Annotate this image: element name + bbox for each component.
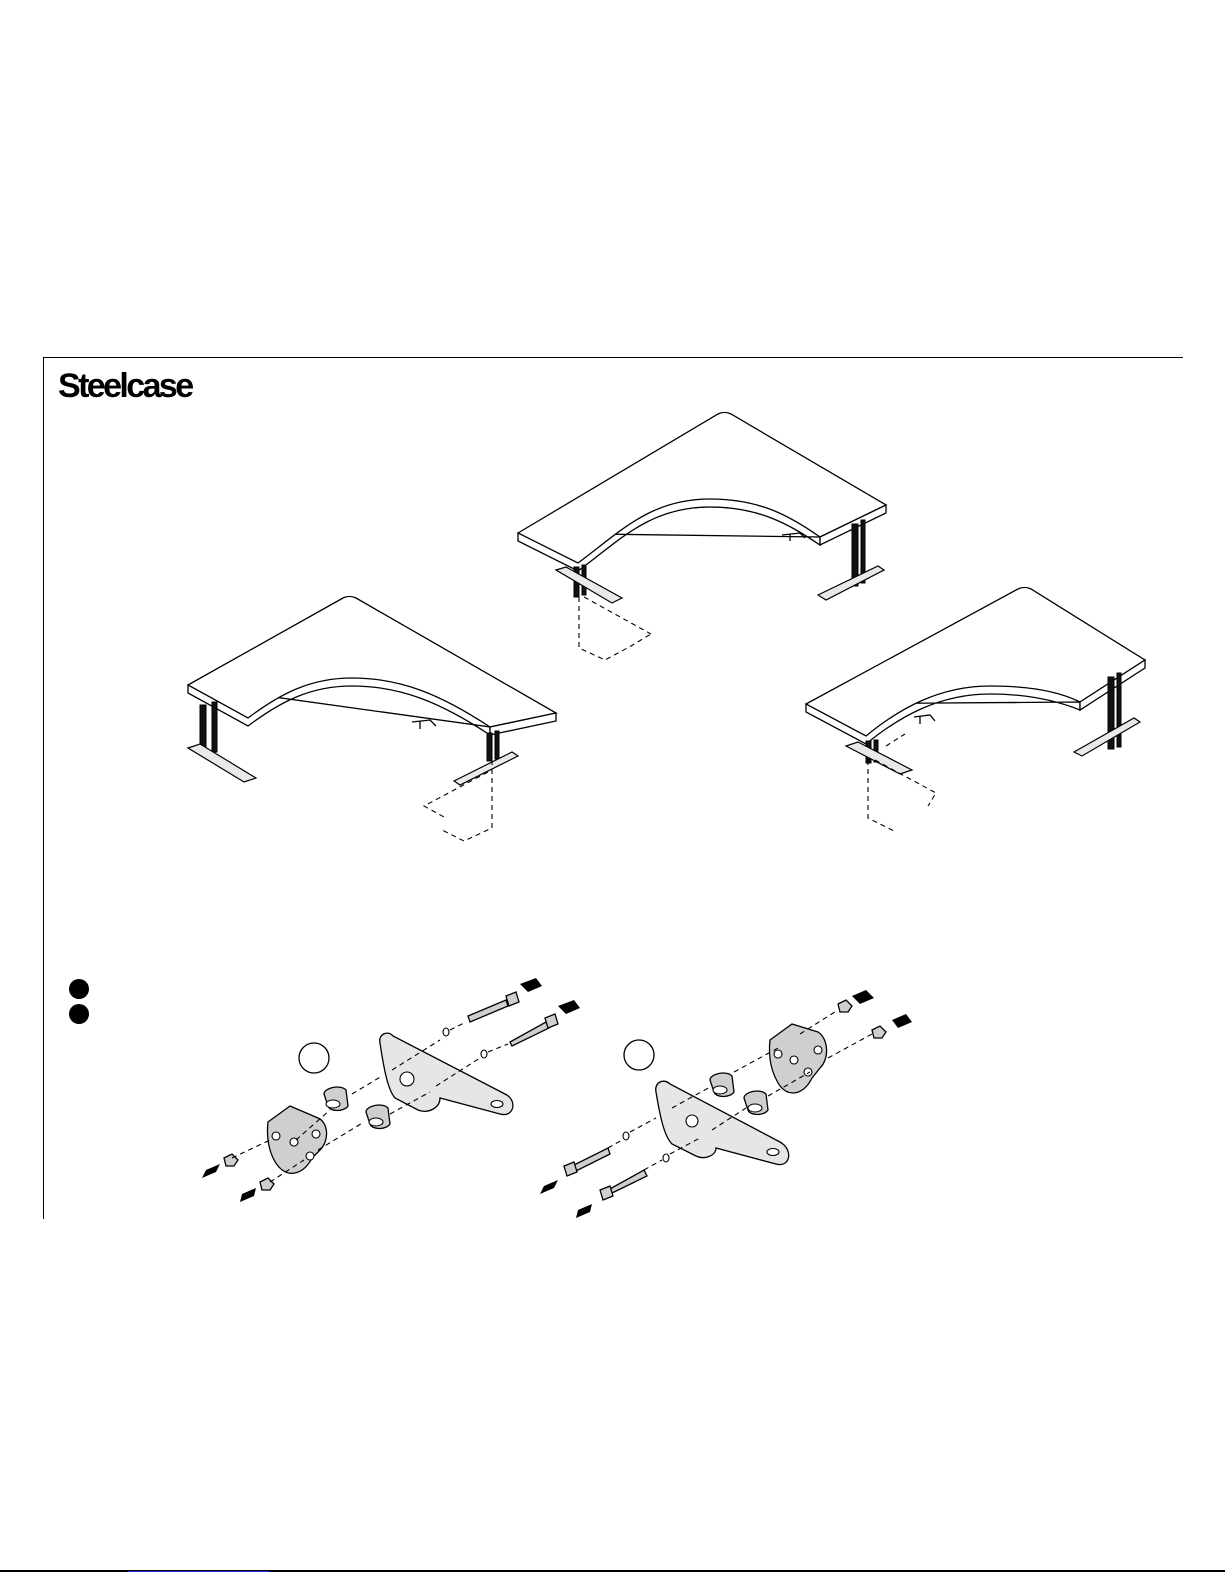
desk-right-illustration — [806, 588, 1145, 833]
hardware-step-b-illustration — [540, 990, 912, 1218]
footer-link-underline[interactable] — [128, 1571, 270, 1572]
hardware-step-a-illustration — [202, 978, 580, 1202]
bullet-1-icon — [69, 979, 89, 999]
step-b-callout-circle — [624, 1040, 654, 1070]
step-a-callout-circle — [299, 1043, 329, 1073]
bullet-2-icon — [69, 1004, 89, 1024]
desk-left-illustration — [188, 597, 556, 842]
desk-center-illustration — [518, 413, 886, 661]
